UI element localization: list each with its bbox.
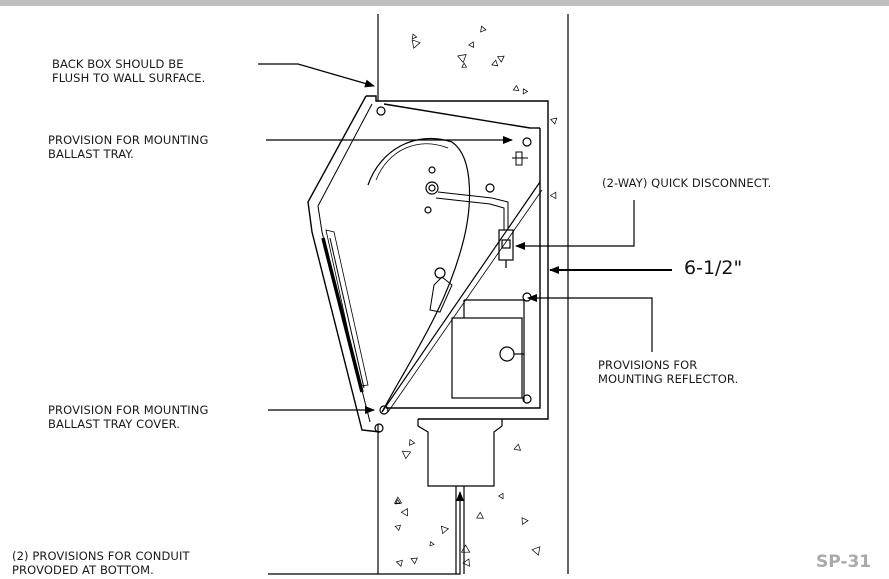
concrete-aggregate bbox=[480, 25, 487, 33]
concrete-aggregate bbox=[393, 496, 403, 504]
ballast-box bbox=[451, 317, 523, 399]
concrete-aggregate bbox=[411, 39, 421, 49]
concrete-aggregate bbox=[550, 117, 558, 125]
callout-ballast-tray: PROVISION FOR MOUNTING BALLAST TRAY. bbox=[48, 133, 208, 161]
callout-line: MOUNTING REFLECTOR. bbox=[598, 372, 739, 386]
quick-disconnect-connector bbox=[498, 229, 514, 268]
back-box-outline bbox=[366, 95, 549, 420]
lens-edge bbox=[321, 237, 364, 393]
concrete-aggregate bbox=[401, 450, 412, 460]
callout-line: PROVISION FOR MOUNTING bbox=[48, 133, 209, 147]
back-box-inner bbox=[386, 128, 541, 409]
door-frame-inner bbox=[317, 103, 373, 423]
concrete-aggregate bbox=[394, 499, 401, 505]
callout-line: BALLAST TRAY. bbox=[48, 147, 134, 161]
concrete-aggregate bbox=[429, 540, 435, 547]
callout-line: (2) PROVISIONS FOR CONDUIT bbox=[12, 549, 190, 563]
tray-bracket bbox=[429, 276, 453, 313]
callout-line: PROVISIONS FOR bbox=[598, 358, 698, 372]
ballast-tray bbox=[367, 137, 543, 413]
callout-line: BACK BOX SHOULD BE bbox=[52, 57, 184, 71]
concrete-aggregate bbox=[513, 443, 522, 451]
concrete-aggregate bbox=[521, 517, 529, 526]
reflector-arc bbox=[367, 137, 471, 413]
callout-line: PROVODED AT BOTTOM. bbox=[12, 563, 154, 577]
wiring bbox=[435, 151, 528, 230]
concrete-aggregate bbox=[512, 84, 520, 92]
callout-tray-cover: PROVISION FOR MOUNTING BALLAST TRAY COVE… bbox=[48, 403, 208, 431]
concrete-aggregate bbox=[411, 33, 418, 40]
callout-leaders bbox=[258, 63, 672, 575]
callout-line: FLUSH TO WALL SURFACE. bbox=[52, 71, 206, 85]
callout-line: PROVISION FOR MOUNTING bbox=[48, 403, 209, 417]
dimension-label: 6-1/2" bbox=[684, 257, 743, 279]
concrete-aggregate bbox=[461, 62, 468, 68]
callout-conduit: (2) PROVISIONS FOR CONDUIT PROVODED AT B… bbox=[12, 549, 190, 577]
concrete-aggregate bbox=[440, 525, 450, 535]
concrete-aggregate bbox=[395, 559, 403, 567]
concrete-aggregate bbox=[522, 88, 529, 95]
concrete-hatch bbox=[393, 25, 558, 567]
back-box-housing bbox=[307, 95, 549, 433]
concrete-aggregate bbox=[394, 524, 402, 531]
concrete-aggregate bbox=[491, 59, 499, 67]
callout-back-box: BACK BOX SHOULD BE FLUSH TO WALL SURFACE… bbox=[52, 57, 205, 85]
callout-quick-disconnect: (2-WAY) QUICK DISCONNECT. bbox=[602, 176, 771, 190]
concrete-aggregate bbox=[476, 511, 484, 519]
concrete-aggregate bbox=[467, 41, 475, 48]
concrete-aggregate bbox=[497, 492, 504, 500]
concrete-aggregate bbox=[462, 558, 470, 567]
concrete-aggregate bbox=[408, 438, 416, 446]
callout-line: (2-WAY) QUICK DISCONNECT. bbox=[602, 176, 772, 190]
concrete-aggregate bbox=[457, 54, 467, 64]
sheet-code: SP-31 bbox=[816, 552, 872, 572]
door-frame-outer bbox=[307, 95, 381, 433]
concrete-aggregate bbox=[460, 544, 471, 553]
wall-section bbox=[377, 14, 569, 574]
concrete-aggregate bbox=[549, 191, 557, 200]
mounting-screws bbox=[374, 106, 532, 433]
callout-reflector: PROVISIONS FOR MOUNTING REFLECTOR. bbox=[598, 358, 738, 386]
ballast-tray-edge bbox=[381, 181, 541, 413]
concrete-aggregate bbox=[400, 507, 408, 517]
back-box-top-inner bbox=[383, 103, 531, 129]
concrete-aggregate bbox=[410, 557, 418, 565]
top-rule bbox=[0, 0, 889, 6]
concrete-aggregate bbox=[531, 546, 541, 556]
concrete-aggregate bbox=[496, 55, 505, 63]
callout-line: BALLAST TRAY COVER. bbox=[48, 417, 181, 431]
